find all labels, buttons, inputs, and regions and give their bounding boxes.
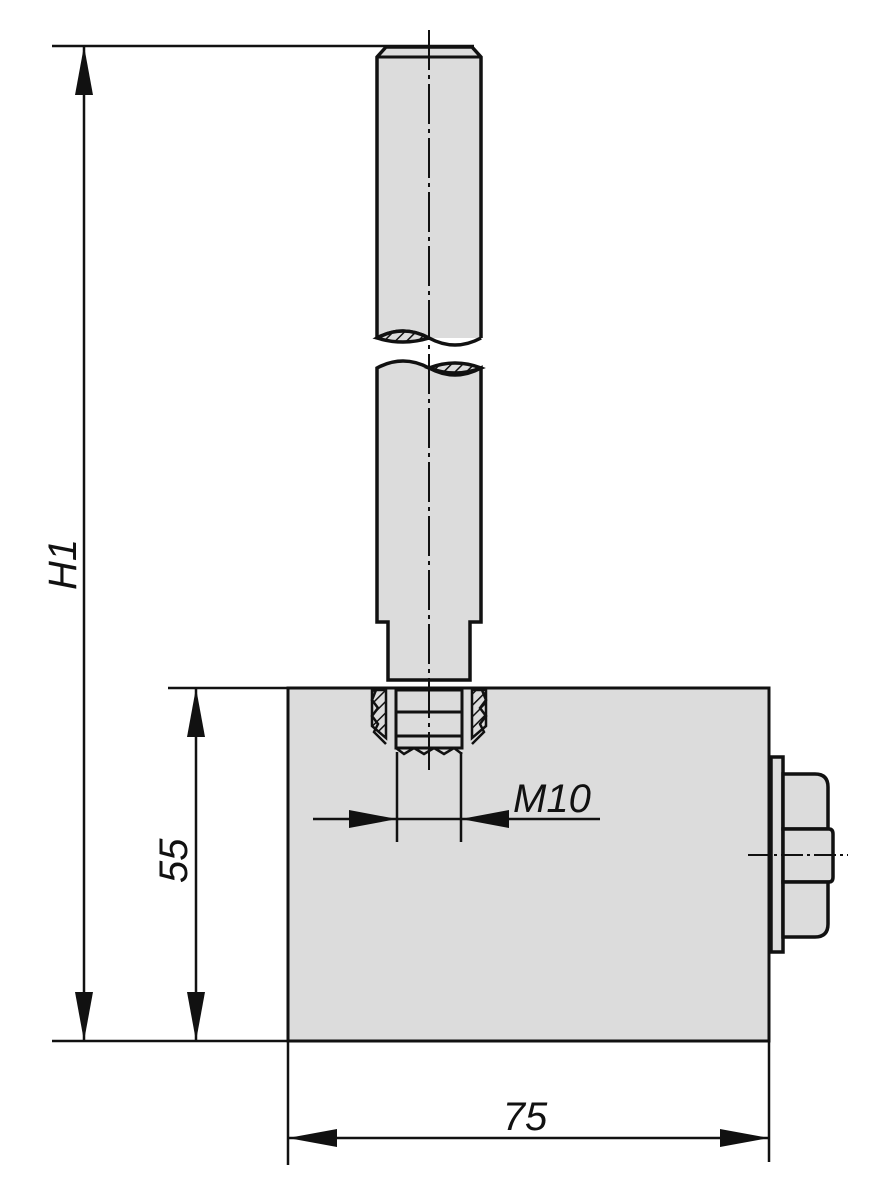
base-width-label: 75 — [503, 1095, 548, 1139]
threaded-rod — [370, 30, 488, 770]
dimension-thread: M10 — [313, 752, 600, 842]
base-height-label: 55 — [152, 838, 196, 883]
dimension-overall-height: H1 — [41, 44, 474, 1043]
dimension-base-height: 55 — [152, 686, 288, 1041]
side-release-knob — [748, 755, 848, 954]
thread-label: M10 — [513, 777, 591, 821]
magnet-base — [286, 686, 771, 1043]
dimension-base-width: 75 — [286, 1041, 771, 1165]
overall-height-label: H1 — [41, 539, 85, 590]
